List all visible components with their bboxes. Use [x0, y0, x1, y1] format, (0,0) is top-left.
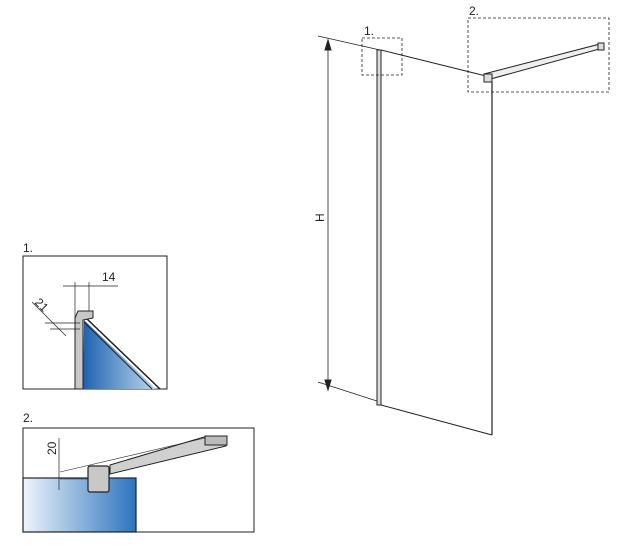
stabilizer-bar: [483, 43, 604, 81]
detail-1: [22, 255, 168, 390]
callout-label-2: 2.: [469, 4, 479, 18]
detail-2-glass: [22, 477, 137, 533]
dim-21-line: [31, 301, 67, 337]
height-label: H: [313, 213, 327, 222]
callout-label-1: 1.: [364, 24, 374, 38]
arrow-top-icon: [324, 38, 332, 51]
glass-top-edge: [380, 49, 487, 77]
dim-14-label: 14: [102, 270, 116, 284]
main-view: [317, 17, 610, 436]
detail-2-wall-mount: [204, 435, 228, 446]
bar-wall-mount: [597, 42, 605, 51]
detail-1-label: 1.: [23, 241, 33, 255]
arrow-bottom-icon: [324, 379, 332, 392]
h-extension-top: [317, 35, 381, 51]
callout-box-2: [467, 17, 610, 93]
detail-2-clamp: [87, 465, 110, 493]
detail-2-label: 2.: [23, 411, 33, 425]
callout-box-1: [361, 37, 403, 76]
wall-profile: [376, 49, 382, 406]
dim-20-label: 20: [45, 441, 59, 455]
detail-1-glass: [83, 320, 156, 389]
glass-bottom-edge: [380, 404, 493, 436]
bar-clamp: [483, 73, 493, 83]
detail-2: [22, 427, 255, 533]
detail-1-profile: [74, 310, 94, 390]
